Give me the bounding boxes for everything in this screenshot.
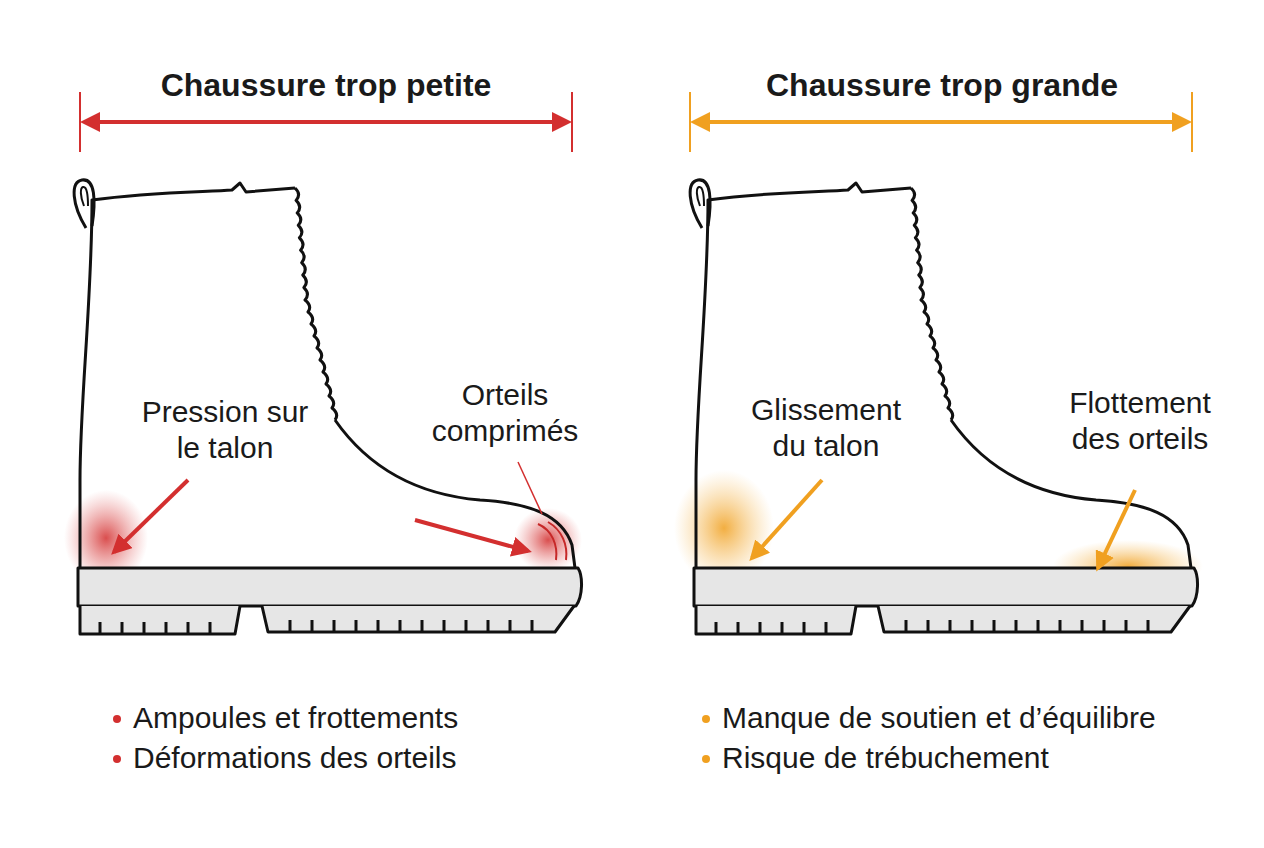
- callout-label: Pression sur le talon: [142, 395, 309, 464]
- leader-line: [518, 462, 542, 514]
- callout-arrow: [1098, 490, 1135, 568]
- pressure-arc: [538, 524, 556, 560]
- bullet-dot: [113, 755, 121, 763]
- callout-label-box: Flottement des orteils: [1049, 385, 1231, 457]
- callout-label: Flottement des orteils: [1069, 386, 1211, 455]
- bullet-item-box: Déformations des orteils: [133, 740, 456, 776]
- dimension-arrow: [84, 120, 568, 124]
- tick: [79, 92, 81, 152]
- callout-label: Glissement du talon: [751, 393, 901, 462]
- tick: [689, 92, 691, 152]
- callout-arrow: [415, 520, 528, 551]
- callout-label-box: Pression sur le talon: [135, 394, 315, 466]
- boot-small: [74, 180, 581, 634]
- panel-title: Chaussure trop grande: [766, 67, 1118, 103]
- bullet-item: Risque de trébuchement: [722, 741, 1049, 774]
- pressure-arc: [548, 522, 566, 560]
- bullet-dot: [702, 755, 710, 763]
- panel-title-box: Chaussure trop petite: [96, 66, 556, 104]
- bullet-dot: [113, 715, 121, 723]
- callout-label: Orteils comprimés: [432, 378, 579, 447]
- tick: [1191, 92, 1193, 152]
- bullet-item-box: Manque de soutien et d’équilibre: [722, 700, 1156, 736]
- callout-label-box: Glissement du talon: [738, 392, 914, 464]
- tick: [571, 92, 573, 152]
- panel-title: Chaussure trop petite: [161, 67, 492, 103]
- callout-label-box: Orteils comprimés: [413, 377, 598, 449]
- bullet-item: Déformations des orteils: [133, 741, 456, 774]
- bullet-item: Ampoules et frottements: [133, 701, 458, 734]
- callout-arrow: [114, 480, 188, 552]
- bullet-item-box: Ampoules et frottements: [133, 700, 458, 736]
- dimension-arrow: [694, 120, 1188, 124]
- bullet-dot: [702, 715, 710, 723]
- bullet-item: Manque de soutien et d’équilibre: [722, 701, 1156, 734]
- panel-title-box: Chaussure trop grande: [712, 66, 1172, 104]
- callout-arrow: [752, 480, 822, 558]
- bullet-item-box: Risque de trébuchement: [722, 740, 1049, 776]
